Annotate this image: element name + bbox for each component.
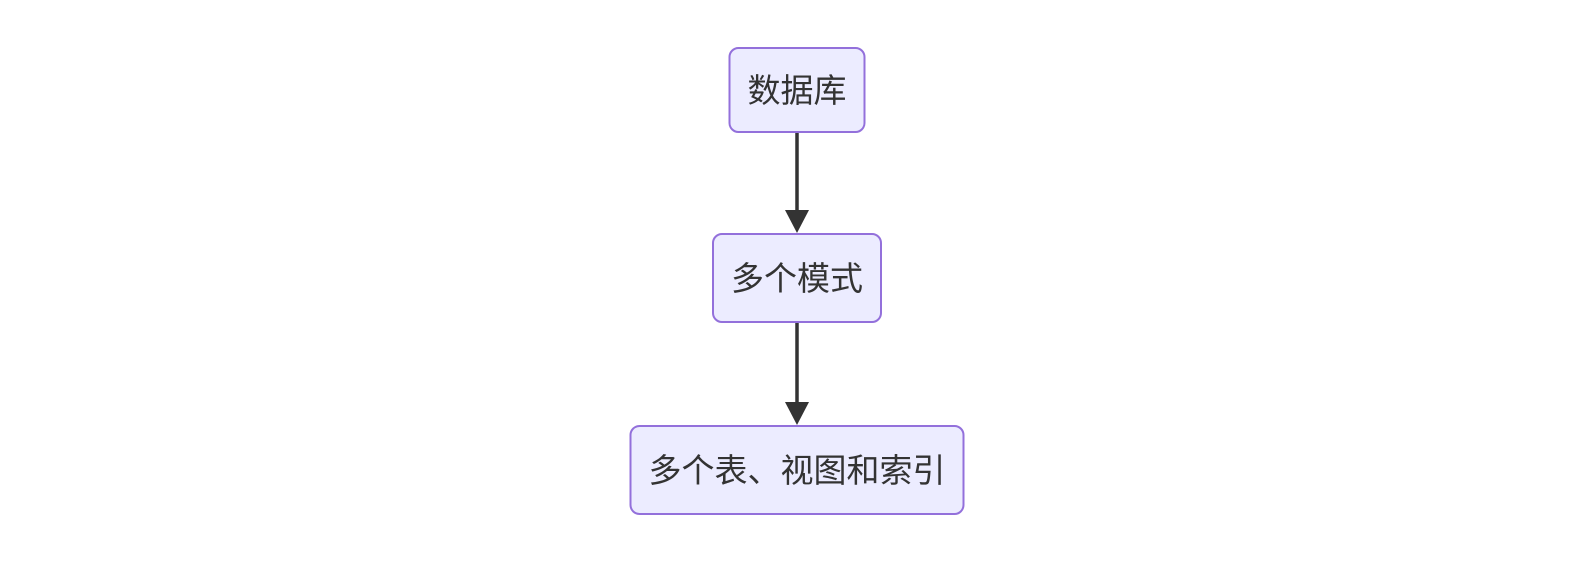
arrow-database-to-schemas: [785, 133, 809, 233]
arrowhead-down-icon: [785, 402, 809, 425]
arrowhead-down-icon: [785, 210, 809, 233]
node-schemas: 多个模式: [712, 233, 882, 323]
arrow-schemas-to-tables: [785, 323, 809, 425]
node-tables-views-indexes: 多个表、视图和索引: [629, 425, 965, 515]
node-schemas-label: 多个模式: [731, 259, 863, 297]
node-database-label: 数据库: [747, 71, 847, 109]
node-database: 数据库: [728, 47, 866, 133]
node-tables-views-indexes-label: 多个表、视图和索引: [648, 451, 946, 489]
